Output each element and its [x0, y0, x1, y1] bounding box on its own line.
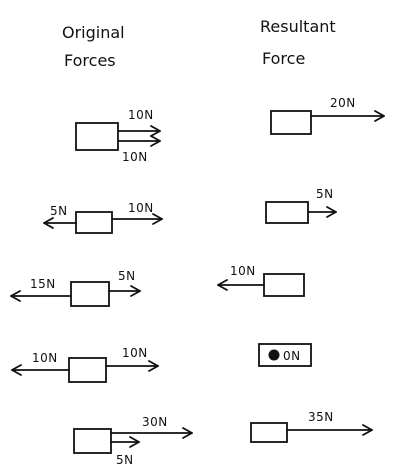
force-arrow-right	[110, 427, 193, 439]
force-arrow-right	[117, 125, 161, 137]
object-box	[263, 273, 305, 297]
object-box	[250, 422, 288, 443]
row-5-original: 30N 5N	[73, 415, 193, 467]
force-label: 15N	[30, 277, 56, 291]
object-box	[70, 281, 110, 307]
object-box	[73, 428, 112, 454]
object-box	[75, 122, 119, 151]
resultant-header-line2: Force	[262, 49, 305, 68]
row-4-resultant: 0N	[258, 343, 312, 367]
force-label: 5N	[316, 187, 334, 201]
force-label: 10N	[122, 346, 148, 360]
force-arrow-left	[11, 364, 70, 376]
force-label: 5N	[116, 453, 134, 467]
force-label: 5N	[118, 269, 136, 283]
row-1-original: 10N 10N	[75, 108, 161, 164]
resultant-header-line1: Resultant	[260, 17, 336, 36]
zero-force-dot	[268, 349, 280, 361]
force-label: 5N	[50, 204, 68, 218]
force-label: 10N	[128, 201, 154, 215]
object-box	[265, 201, 309, 224]
row-3-resultant: 10N	[217, 264, 305, 297]
force-arrow-right	[286, 424, 373, 436]
object-box	[68, 357, 107, 383]
force-arrow-right	[105, 360, 159, 372]
row-1-resultant: 20N	[270, 96, 385, 135]
force-label: 30N	[142, 415, 168, 429]
object-box	[258, 343, 312, 367]
force-label: 10N	[122, 150, 148, 164]
force-arrow-left	[10, 290, 72, 302]
force-label: 35N	[308, 410, 334, 424]
row-5-resultant: 35N	[250, 410, 373, 443]
object-box	[75, 211, 113, 234]
force-label: 10N	[32, 351, 58, 365]
force-label: 20N	[330, 96, 356, 110]
force-arrow-left	[217, 279, 265, 291]
row-2-resultant: 5N	[265, 187, 337, 224]
original-header-line2: Forces	[64, 51, 116, 70]
row-3-original: 15N 5N	[10, 269, 141, 307]
row-2-original: 5N 10N	[43, 201, 163, 234]
force-arrow-right	[307, 206, 337, 218]
force-label: 0N	[283, 349, 301, 363]
force-label: 10N	[230, 264, 256, 278]
force-arrow-left	[43, 217, 77, 229]
row-4-original: 10N 10N	[11, 346, 159, 383]
original-header-line1: Original	[62, 23, 125, 42]
force-label: 10N	[128, 108, 154, 122]
object-box	[270, 110, 312, 135]
force-arrow-right	[108, 285, 141, 297]
force-arrow-right	[110, 436, 140, 448]
force-arrow-right	[310, 110, 385, 122]
force-arrow-right	[117, 135, 161, 147]
force-arrow-right	[111, 213, 163, 225]
